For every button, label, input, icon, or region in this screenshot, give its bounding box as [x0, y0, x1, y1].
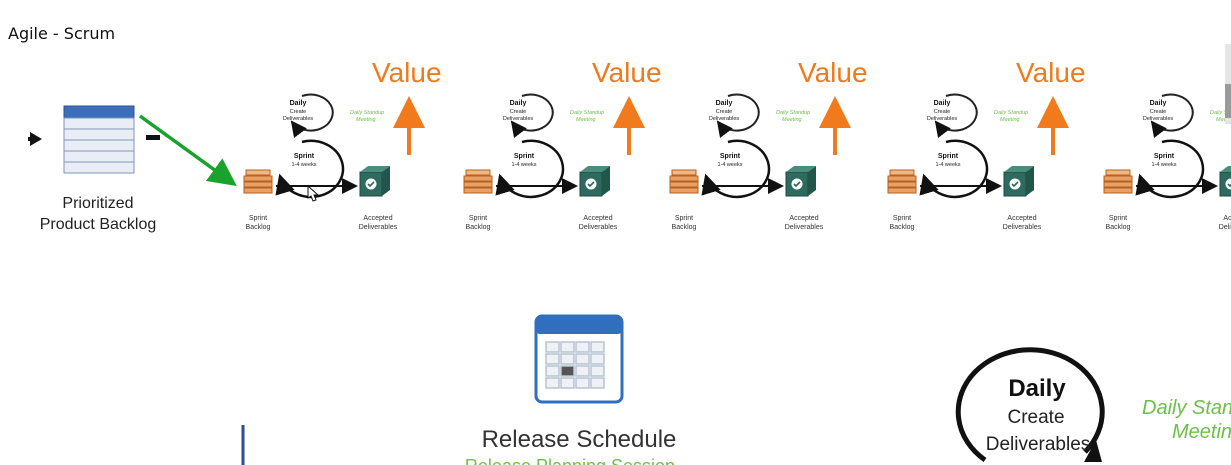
calendar-icon [534, 314, 624, 404]
sprint3-standup-label-line1: Daily Standup [776, 110, 810, 116]
sprint4-daily-deliverables-label: Deliverables [927, 116, 958, 122]
sprint5-sprint-backlog-label-line1: Sprint [1109, 215, 1127, 222]
sprint5-daily-create-label: Create [1150, 109, 1167, 115]
sprint3-accepted-label-line1: Accepted [789, 215, 818, 222]
sprint-block-3 [670, 95, 835, 197]
sprint2-accepted-label-line1: Accepted [583, 215, 612, 222]
sprint2-sprint-label: Sprint [514, 153, 535, 160]
sprint4-sprint-duration-label: 1-4 weeks [935, 162, 960, 168]
sprint4-sprint-label: Sprint [938, 153, 959, 160]
page-title: Agile - Scrum [8, 24, 116, 43]
sprint5-sprint-backlog-label-line2: Backlog [1106, 224, 1131, 231]
sprint2-sprint-backlog-label-line2: Backlog [466, 224, 491, 231]
sprint4-sprint-backlog-label-line2: Backlog [890, 224, 915, 231]
sprint5-standup-label-line2: Meeting [1216, 117, 1231, 123]
sprint5-standup-label-line1: Daily Standup [1210, 110, 1231, 116]
zoom-standup-line1: Daily Standup [1142, 397, 1231, 419]
release-planning-subtitle: Release Planning Session [465, 456, 675, 465]
sprint3-daily-create-label: Create [716, 109, 733, 115]
sprint2-value-label: Value [592, 57, 662, 88]
sprint5-daily-deliverables-label: Deliverables [1143, 116, 1174, 122]
sprint3-accepted-label-line2: Deliverables [785, 224, 824, 231]
sprint1-daily-deliverables-label: Deliverables [283, 116, 314, 122]
sprint2-daily-deliverables-label: Deliverables [503, 116, 534, 122]
sprint3-sprint-backlog-label-line2: Backlog [672, 224, 697, 231]
sprint1-accepted-label-line1: Accepted [363, 215, 392, 222]
sprint1-standup-label-line1: Daily Standup [350, 110, 384, 116]
sprint1-daily-create-label: Create [290, 109, 307, 115]
sprint1-sprint-label: Sprint [294, 153, 315, 160]
sprint5-sprint-duration-label: 1-4 weeks [1151, 162, 1176, 168]
zoom-deliverables-label: Deliverables [986, 434, 1091, 455]
sprint4-standup-label-line1: Daily Standup [994, 110, 1028, 116]
sprint5-accepted-label-line2: Deliverables [1219, 224, 1231, 231]
sprint2-sprint-duration-label: 1-4 weeks [511, 162, 536, 168]
sprint2-daily-label: Daily [510, 100, 527, 107]
backlog-label-line1: Prioritized [62, 195, 133, 212]
sprint2-sprint-backlog-label-line1: Sprint [469, 215, 487, 222]
sprint5-daily-label: Daily [1150, 100, 1167, 107]
backlog-label-line2: Product Backlog [40, 216, 157, 233]
sprint2-daily-create-label: Create [510, 109, 527, 115]
sprint3-sprint-label: Sprint [720, 153, 741, 160]
sprint1-accepted-label-line2: Deliverables [359, 224, 398, 231]
sprint3-sprint-backlog-label-line1: Sprint [675, 215, 693, 222]
sprint1-daily-label: Daily [290, 100, 307, 107]
sprint3-standup-label-line2: Meeting [782, 117, 803, 123]
sprint1-value-label: Value [372, 57, 442, 88]
sprint4-daily-create-label: Create [934, 109, 951, 115]
daily-loop-detail [955, 347, 1105, 463]
sprint4-standup-label-line2: Meeting [1000, 117, 1021, 123]
sprint-block-1 [244, 95, 409, 197]
sprint1-sprint-duration-label: 1-4 weeks [291, 162, 316, 168]
hand-cursor-icon [307, 184, 320, 202]
sprint3-sprint-duration-label: 1-4 weeks [717, 162, 742, 168]
sprint5-sprint-label: Sprint [1154, 153, 1175, 160]
sprint1-sprint-backlog-label-line1: Sprint [249, 215, 267, 222]
release-schedule-label: Release Schedule [482, 426, 677, 453]
zoom-daily-label: Daily [1008, 375, 1066, 402]
zoom-create-label: Create [1007, 407, 1064, 428]
sprint3-daily-label: Daily [716, 100, 733, 107]
sprint4-accepted-label-line2: Deliverables [1003, 224, 1042, 231]
sprint4-sprint-backlog-label-line1: Sprint [893, 215, 911, 222]
zoom-standup-line2: Meeting [1172, 421, 1231, 443]
sprint-block-4 [888, 95, 1053, 197]
sprint4-value-label: Value [1016, 57, 1086, 88]
scrollbar-thumb[interactable] [1225, 84, 1231, 118]
sprint2-standup-label-line2: Meeting [576, 117, 597, 123]
sprint4-daily-label: Daily [934, 100, 951, 107]
sprint2-standup-label-line1: Daily Standup [570, 110, 604, 116]
sprint-block-2 [464, 95, 629, 197]
sprint1-standup-label-line2: Meeting [356, 117, 377, 123]
sprint4-accepted-label-line1: Accepted [1007, 215, 1036, 222]
sprint2-accepted-label-line2: Deliverables [579, 224, 618, 231]
sprint5-accepted-label-line1: Accepted [1223, 215, 1231, 222]
sprint3-value-label: Value [798, 57, 868, 88]
sprint3-daily-deliverables-label: Deliverables [709, 116, 740, 122]
product-backlog [28, 105, 237, 187]
sprint1-sprint-backlog-label-line2: Backlog [246, 224, 271, 231]
